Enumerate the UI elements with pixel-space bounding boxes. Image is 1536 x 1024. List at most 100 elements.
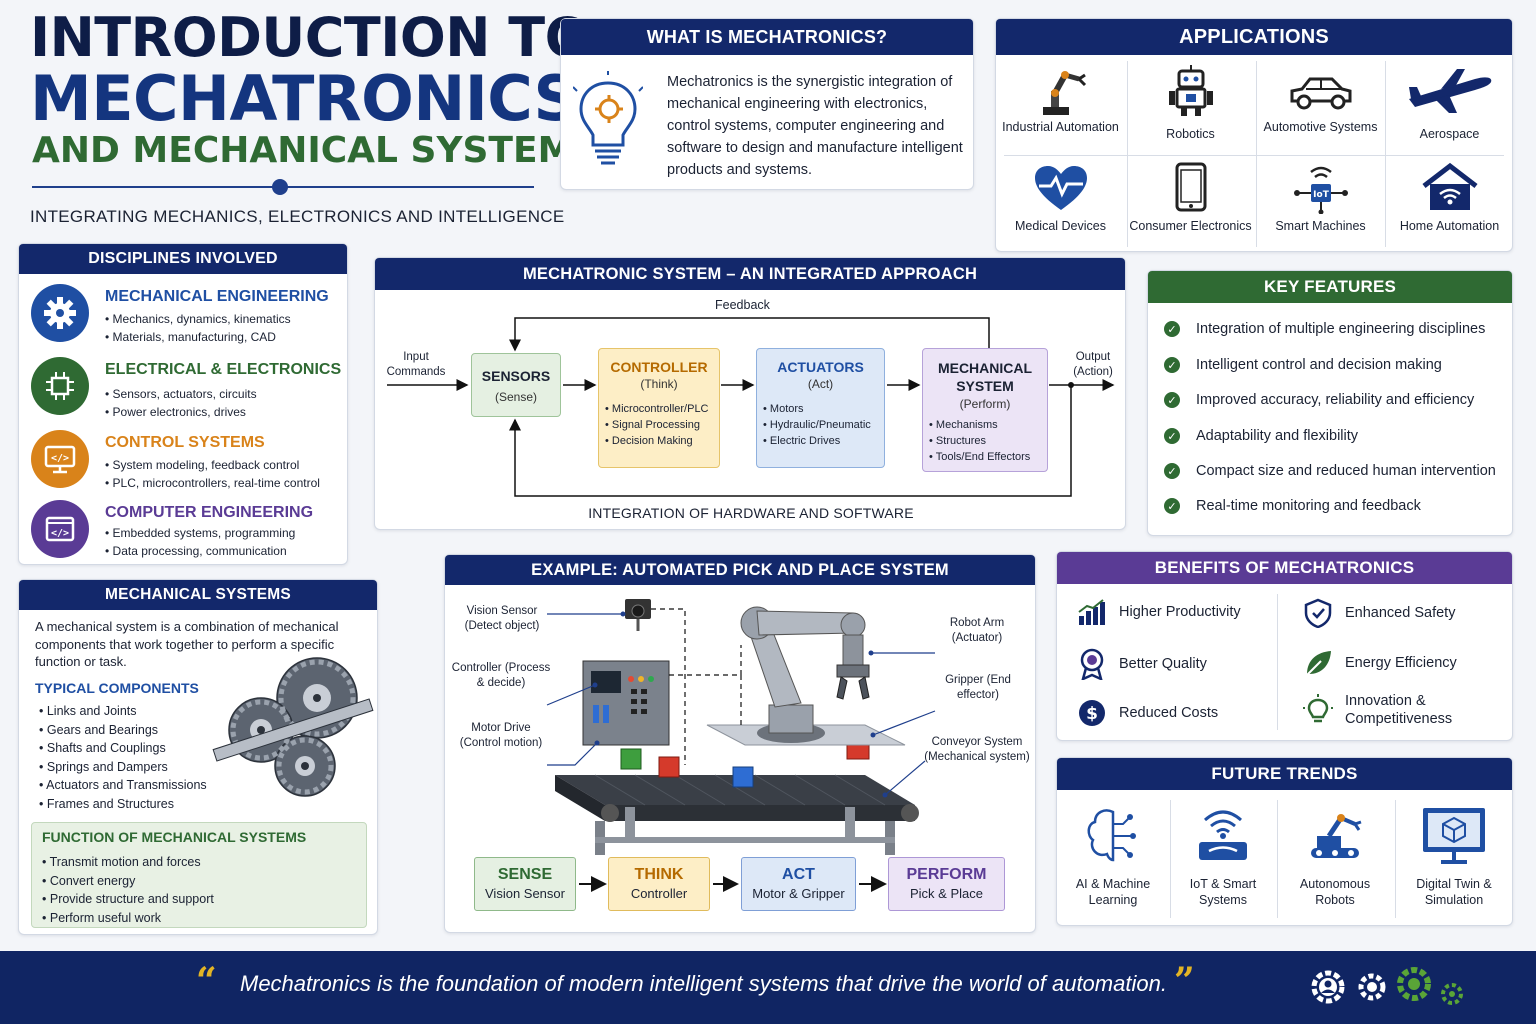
what-is-header: WHAT IS MECHATRONICS?	[561, 19, 973, 55]
discipline-control: </> CONTROL SYSTEMS • System modeling, f…	[31, 430, 341, 494]
title-line1: INTRODUCTION TO	[30, 6, 590, 69]
mechanical-systems-header: MECHANICAL SYSTEMS	[19, 580, 377, 610]
what-is-text: Mechatronics is the synergistic integrat…	[667, 74, 963, 178]
future-header: FUTURE TRENDS	[1057, 758, 1512, 790]
app-divider-v2	[1256, 61, 1257, 247]
step-sense: SENSE Vision Sensor	[474, 857, 576, 911]
smart-home-icon	[1421, 162, 1478, 210]
label-gripper: Gripper (End effector)	[945, 674, 1011, 701]
check-icon: ✓	[1164, 428, 1180, 444]
app-industrial: Industrial Automation	[996, 59, 1125, 155]
controller-box: CONTROLLER (Think) Microcontroller/PLC S…	[598, 348, 720, 468]
step-perform: PERFORM Pick & Place	[888, 857, 1005, 911]
sensors-box: SENSORS (Sense)	[471, 353, 561, 417]
app-home-automation: Home Automation	[1385, 156, 1514, 252]
app-smart-machines: IoT Smart Machines	[1256, 156, 1385, 252]
applications-header: APPLICATIONS	[996, 19, 1512, 55]
mechanical-intro: A mechanical system is a combination of …	[35, 619, 339, 669]
title-line2: MECHATRONICS	[30, 62, 578, 135]
actuators-box: ACTUATORS (Act) Motors Hydraulic/Pneumat…	[756, 348, 885, 468]
brain-icon	[1087, 809, 1136, 862]
mechanical-systems-card: MECHANICAL SYSTEMS A mechanical system i…	[18, 579, 378, 935]
label-motor-drive: Motor Drive (Control motion)	[459, 722, 543, 749]
trend-digital-twin: Digital Twin & Simulation	[1395, 804, 1513, 908]
feature-item: ✓Intelligent control and decision making	[1164, 357, 1442, 373]
footer-bar	[0, 951, 1536, 1024]
monitor-cube-icon	[1423, 808, 1485, 864]
benefits-header: BENEFITS OF MECHATRONICS	[1057, 552, 1512, 584]
applications-card: APPLICATIONS Industrial Automation Robot…	[995, 18, 1513, 252]
iot-chip-icon: IoT	[1293, 166, 1348, 214]
future-card: FUTURE TRENDS AI & Machine Learning IoT …	[1056, 757, 1513, 926]
disciplines-header: DISCIPLINES INVOLVED	[19, 244, 347, 274]
benefit-safety: Enhanced Safety	[1303, 598, 1455, 628]
feature-item: ✓Compact size and reduced human interven…	[1164, 463, 1496, 479]
autonomous-robot-icon	[1311, 814, 1362, 858]
app-aerospace: Aerospace	[1385, 59, 1514, 155]
leaf-icon	[1306, 651, 1331, 676]
disciplines-card: DISCIPLINES INVOLVED MECHANICAL ENGINEER…	[18, 243, 348, 565]
idea-icon	[1303, 694, 1333, 723]
gears-icon	[1311, 967, 1463, 1005]
feature-item: ✓Integration of multiple engineering dis…	[1164, 321, 1485, 337]
app-divider-v1	[1127, 61, 1128, 247]
robot-icon	[1168, 65, 1213, 116]
check-icon: ✓	[1164, 463, 1180, 479]
app-consumer: Consumer Electronics	[1126, 156, 1255, 252]
gears-illustration	[212, 657, 374, 797]
input-label: Input Commands	[386, 351, 446, 378]
check-icon: ✓	[1164, 498, 1180, 514]
components-header: TYPICAL COMPONENTS	[35, 680, 199, 696]
future-divider-2	[1277, 800, 1278, 918]
app-divider-h	[1004, 155, 1504, 156]
app-robotics: Robotics	[1126, 59, 1255, 155]
footer-quote: Mechatronics is the foundation of modern…	[240, 971, 1167, 996]
benefit-costs: $ Reduced Costs	[1077, 698, 1218, 728]
airplane-icon	[1408, 69, 1491, 113]
phone-icon	[1175, 162, 1206, 212]
car-icon	[1290, 77, 1351, 110]
step-think: THINK Controller	[608, 857, 710, 911]
benefit-energy: Energy Efficiency	[1303, 648, 1457, 678]
trend-ai: AI & Machine Learning	[1057, 804, 1169, 908]
feature-item: ✓Real-time monitoring and feedback	[1164, 498, 1421, 514]
subtitle: INTEGRATING MECHANICS, ELECTRONICS AND I…	[30, 207, 565, 226]
chip-icon	[31, 357, 89, 415]
feedback-label: Feedback	[715, 298, 770, 312]
discipline-computer: </> COMPUTER ENGINEERING • Embedded syst…	[31, 500, 341, 564]
label-robot-arm: Robot Arm (Actuator)	[949, 617, 1005, 644]
gear-icon	[31, 284, 89, 342]
app-divider-v3	[1385, 61, 1386, 247]
benefit-quality: Better Quality	[1077, 648, 1207, 680]
future-divider-1	[1170, 800, 1171, 918]
system-flow-lines	[387, 317, 1115, 497]
svg-text:$: $	[1086, 704, 1098, 724]
benefits-card: BENEFITS OF MECHATRONICS Higher Producti…	[1056, 551, 1513, 741]
monitor-code-icon: </>	[31, 430, 89, 488]
system-card: MECHATRONIC SYSTEM – AN INTEGRATED APPRO…	[374, 257, 1126, 530]
svg-text:IoT: IoT	[1313, 190, 1330, 200]
steps-arrows	[579, 876, 887, 892]
svg-text:</>: </>	[51, 453, 69, 464]
feature-item: ✓Improved accuracy, reliability and effi…	[1164, 392, 1474, 408]
dollar-icon: $	[1079, 700, 1105, 726]
heart-pulse-icon	[1034, 166, 1087, 210]
title-line3: AND MECHANICAL SYSTEMS	[32, 130, 600, 171]
system-header: MECHATRONIC SYSTEM – AN INTEGRATED APPRO…	[375, 258, 1125, 290]
svg-text:</>: </>	[51, 528, 69, 539]
trend-iot: IoT & Smart Systems	[1167, 804, 1279, 908]
components-list: Links and Joints Gears and Bearings Shaf…	[39, 702, 207, 813]
benefit-productivity: Higher Productivity	[1077, 598, 1241, 626]
key-features-card: KEY FEATURES ✓Integration of multiple en…	[1147, 270, 1513, 536]
check-icon: ✓	[1164, 392, 1180, 408]
wifi-hand-icon	[1199, 810, 1247, 860]
quote-close-icon: ”	[1174, 960, 1195, 1002]
lightbulb-gear-icon	[573, 71, 643, 165]
trend-autonomous: Autonomous Robots	[1279, 804, 1391, 908]
shield-icon	[1304, 598, 1332, 628]
feature-item: ✓Adaptability and flexibility	[1164, 428, 1358, 444]
quote-open-icon: “	[196, 960, 217, 1002]
benefits-divider	[1277, 594, 1278, 730]
functions-header: FUNCTION OF MECHANICAL SYSTEMS	[42, 829, 307, 845]
